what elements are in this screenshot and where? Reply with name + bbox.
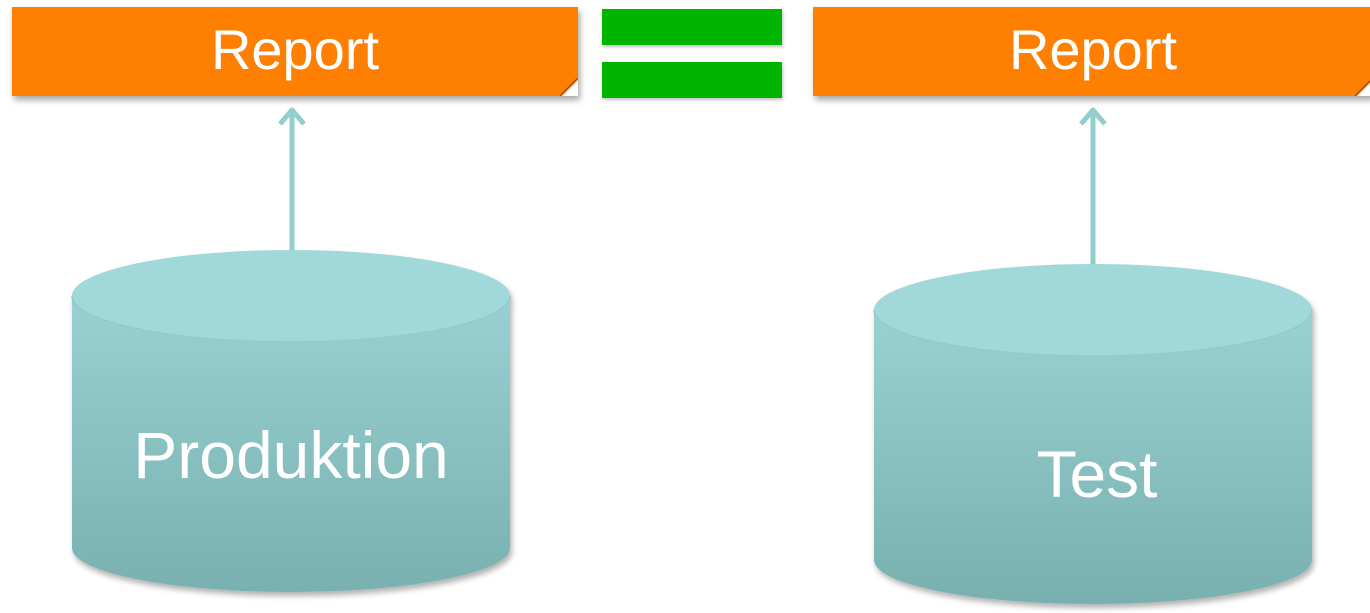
report-label: Report xyxy=(210,17,380,81)
database-label-production: Produktion xyxy=(133,418,449,492)
arrow-up-production xyxy=(278,107,306,252)
report-box-test: Report xyxy=(813,7,1370,96)
equals-sign-top-bar xyxy=(602,9,782,45)
database-cylinder-production xyxy=(71,250,511,592)
database-cylinder-test xyxy=(873,264,1313,604)
page-curl-icon xyxy=(1355,78,1370,96)
database-label-test: Test xyxy=(1036,437,1157,511)
equals-sign-bottom-bar xyxy=(602,62,782,98)
report-box-production: Report xyxy=(12,7,578,96)
arrow-up-test xyxy=(1079,107,1107,268)
page-curl-icon xyxy=(560,78,578,96)
report-label: Report xyxy=(1008,17,1178,81)
